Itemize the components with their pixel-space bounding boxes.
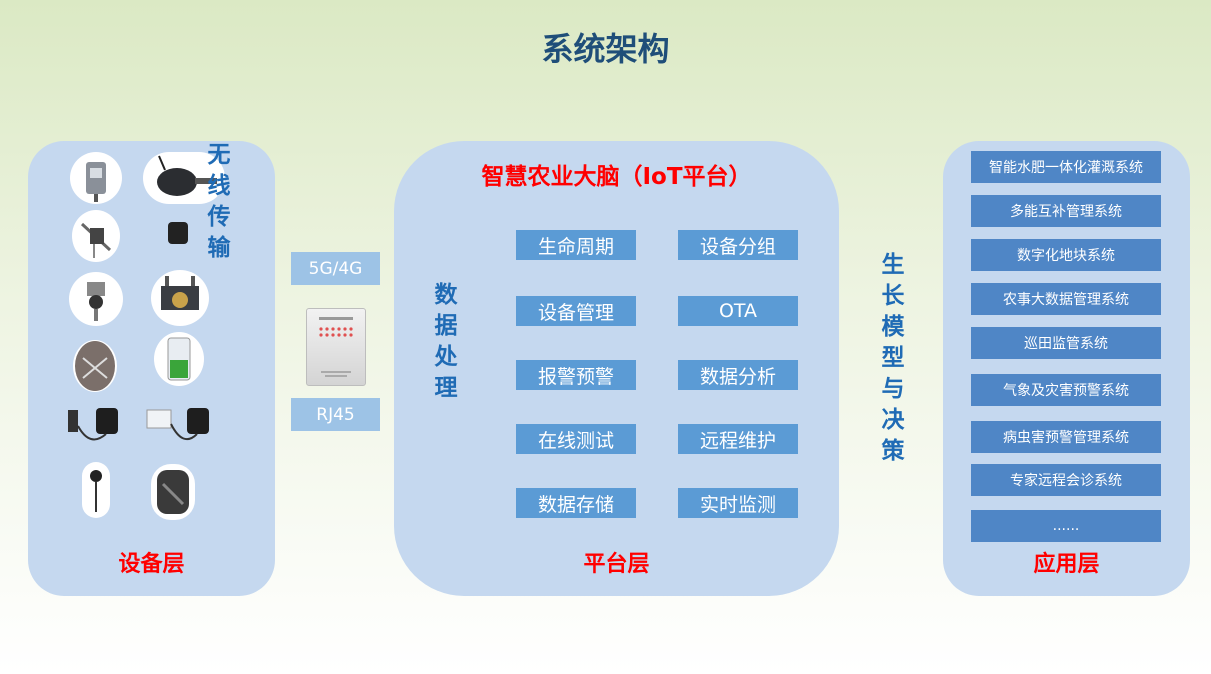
growth-model-decision-label: 生长模型与决策 [881,252,905,464]
app-system-item: 农事大数据管理系统 [971,283,1161,315]
app-system-item: 数字化地块系统 [971,239,1161,271]
page-title: 系统架构 [541,30,670,68]
platform-function: OTA [678,296,798,326]
water-level-icon [82,462,110,518]
platform-function: 生命周期 [516,230,636,260]
platform-function: 数据分析 [678,360,798,390]
soil-tube-icon [154,332,204,386]
insect-trap-icon [73,340,117,392]
platform-function: 报警预警 [516,360,636,390]
platform-function: 远程维护 [678,424,798,454]
weather-station-icon [70,152,122,204]
platform-function: 设备分组 [678,230,798,260]
app-system-item: 气象及灾害预警系统 [971,374,1161,406]
platform-function: 设备管理 [516,296,636,326]
gauge-sensor-icon [151,464,195,520]
soil-probe-icon [60,402,126,454]
wired-link-box: RJ45 [291,398,380,431]
wireless-link-box: 5G/4G [291,252,380,285]
app-system-item: 病虫害预警管理系统 [971,421,1161,453]
platform-title: 智慧农业大脑（IoT平台） [481,164,752,190]
app-system-item: 专家远程会诊系统 [971,464,1161,496]
app-system-item: 多能互补管理系统 [971,195,1161,227]
app-system-item: 智能水肥一体化灌溉系统 [971,151,1161,183]
antenna-sensor-icon [143,152,225,204]
platform-function: 在线测试 [516,424,636,454]
pest-monitor-icon [151,270,209,326]
probe-sensor-icon [160,212,196,252]
app-system-item: 巡田监管系统 [971,327,1161,359]
light-sensor-icon [143,404,215,454]
platform-function: 数据存储 [516,488,636,518]
gateway-icon [319,317,353,377]
platform-function: 实时监测 [678,488,798,518]
device-layer-panel: 设备层 [28,141,275,596]
gateway-device [306,308,366,386]
device-layer-label: 设备层 [118,552,185,577]
application-layer-label: 应用层 [1033,552,1100,577]
app-system-item-more: ...... [971,510,1161,542]
data-processing-label: 数据处理 [434,282,458,401]
wireless-transmission-label: 无线传输 [207,142,231,261]
rain-gauge-icon [72,210,120,262]
platform-layer-label: 平台层 [583,552,650,577]
camera-icon [69,272,123,326]
